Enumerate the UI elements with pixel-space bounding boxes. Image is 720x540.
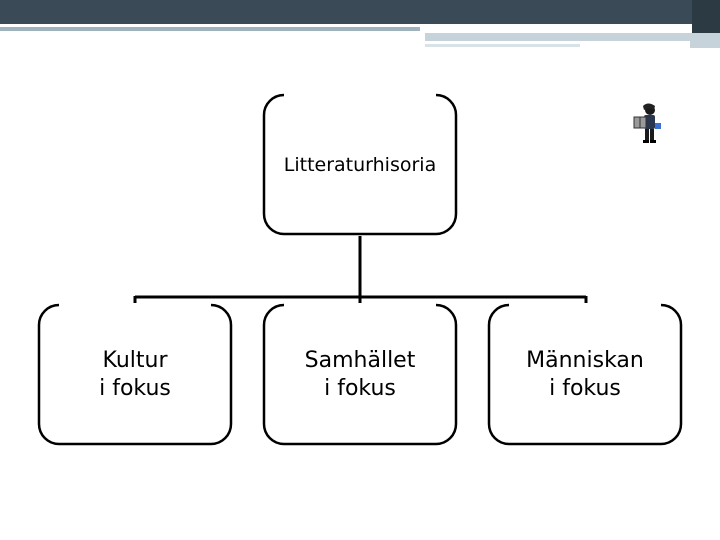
root-node-label: Litteraturhisoria [284, 151, 436, 179]
child-node-kultur[interactable]: Kultur i fokus [37, 303, 233, 446]
child-node-label: Kultur i fokus [99, 347, 171, 403]
child-node-manniskan[interactable]: Människan i fokus [487, 303, 683, 446]
child-node-label: Människan i fokus [526, 347, 644, 403]
child-node-label: Samhället i fokus [305, 347, 416, 403]
root-node[interactable]: Litteraturhisoria [262, 93, 458, 236]
child-node-samhallet[interactable]: Samhället i fokus [262, 303, 458, 446]
person-with-book-icon [630, 102, 664, 146]
